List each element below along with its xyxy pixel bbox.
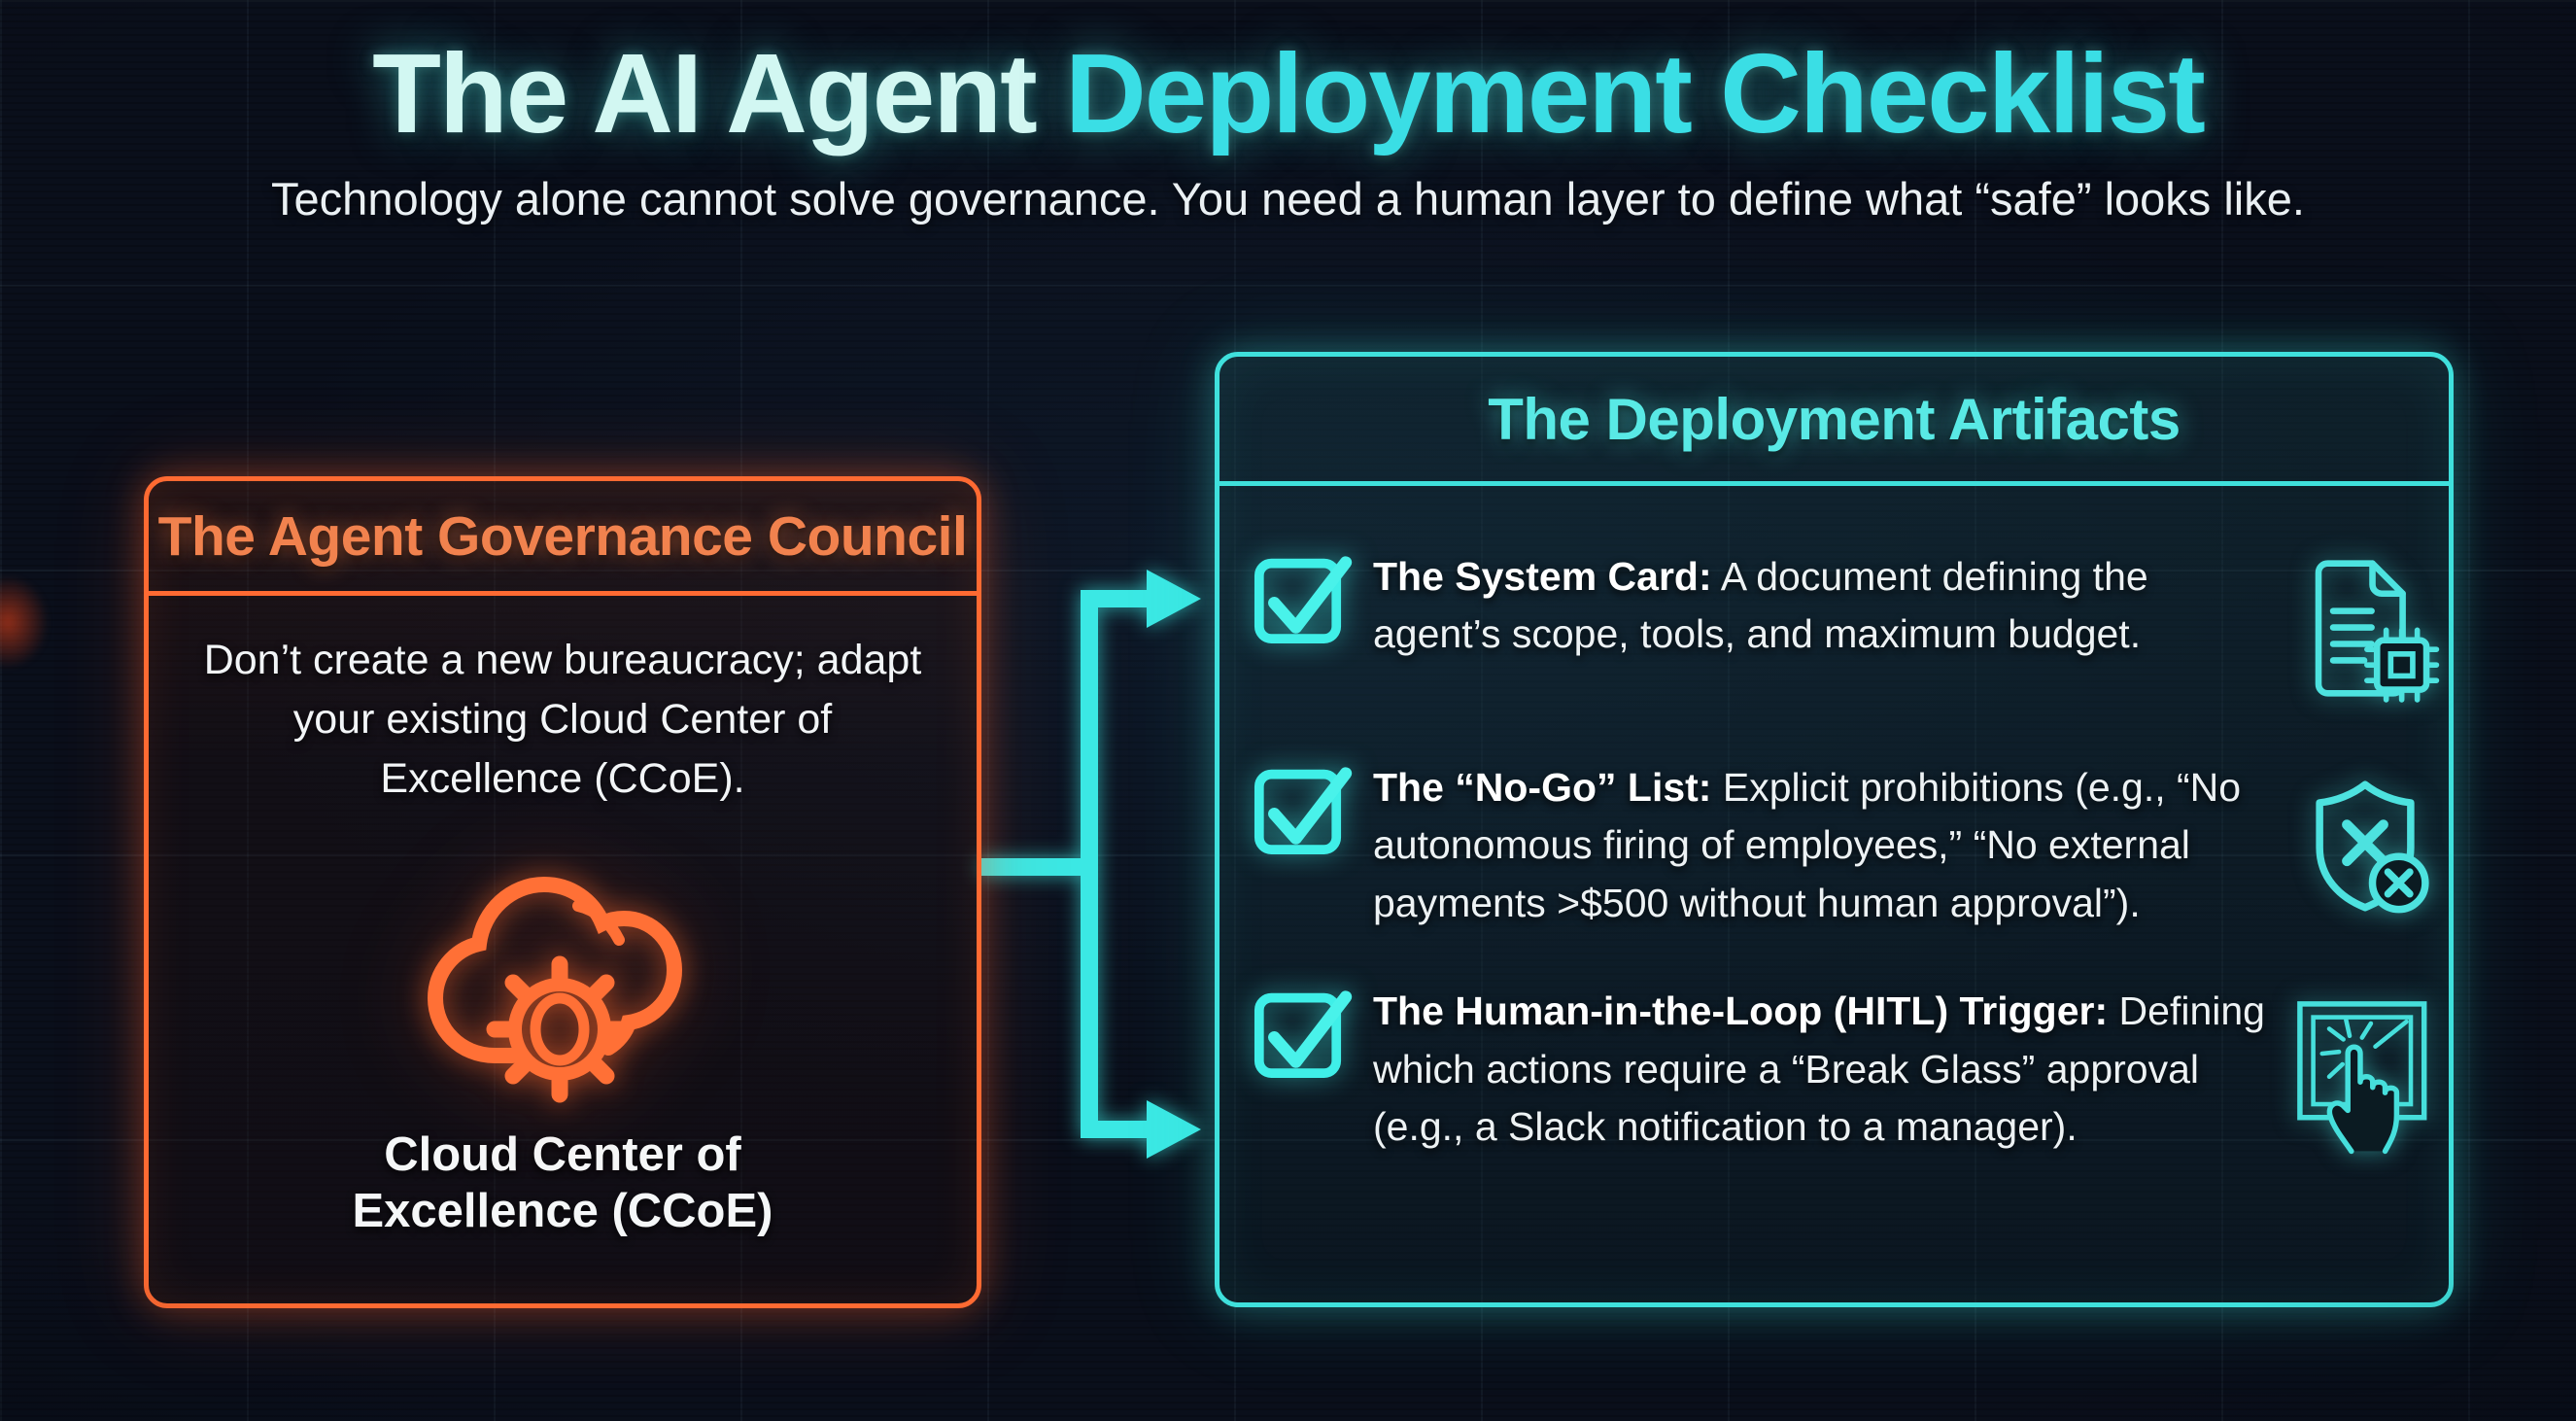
governance-council-caption: Cloud Center of Excellence (CCoE)	[149, 1127, 977, 1240]
governance-council-title: The Agent Governance Council	[157, 504, 968, 568]
governance-council-body: Don’t create a new bureaucracy; adapt yo…	[203, 637, 922, 803]
page-subtitle: Technology alone cannot solve governance…	[271, 172, 2305, 225]
arrowhead-top	[1147, 570, 1201, 628]
checklist-item-label: The “No-Go” List:	[1373, 765, 1712, 810]
checklist-item-no-go-list: The “No-Go” List: Explicit prohibitions …	[1254, 759, 2449, 932]
checkbox-icon	[1254, 556, 1353, 643]
checkbox-icon	[1254, 767, 1353, 854]
document-chip-icon	[2315, 560, 2440, 703]
deployment-artifacts-header: The Deployment Artifacts	[1219, 357, 2449, 486]
header: The AI Agent Deployment Checklist Techno…	[0, 27, 2576, 225]
page-title-light: The AI Agent	[372, 30, 1038, 156]
checklist-item-label: The System Card:	[1373, 554, 1712, 599]
checklist-item-label: The Human-in-the-Loop (HITL) Trigger:	[1373, 988, 2109, 1034]
item-icon-wrap	[2282, 773, 2449, 918]
pointing-hand	[2326, 1044, 2400, 1155]
item-icon-wrap	[2282, 983, 2449, 1156]
shield-x-icon	[2316, 780, 2429, 914]
edge-glow-artifact	[0, 575, 49, 669]
arrowhead-bottom	[1147, 1100, 1201, 1159]
page-title-cyan: Deployment Checklist	[1065, 30, 2206, 156]
break-glass-icon	[2297, 1001, 2427, 1155]
checkbox-icon	[1254, 990, 1353, 1079]
checklist-item-text: The “No-Go” List: Explicit prohibitions …	[1373, 759, 2282, 932]
governance-council-panel: The Agent Governance Council Don’t creat…	[144, 476, 981, 1308]
checklist-item-system-card: The System Card: A document defining the…	[1254, 548, 2449, 709]
checklist: The System Card: A document defining the…	[1219, 486, 2449, 1157]
cloud-gear-icon-wrap	[149, 822, 977, 1114]
deployment-artifacts-panel: The Deployment Artifacts The System Card…	[1215, 352, 2454, 1307]
caption-line-2: Excellence (CCoE)	[352, 1184, 773, 1237]
caption-line-1: Cloud Center of	[384, 1128, 741, 1182]
connector-arrows	[979, 570, 1201, 1159]
cloud-gear-icon	[427, 877, 683, 1103]
deployment-artifacts-title: The Deployment Artifacts	[1488, 386, 2181, 452]
checklist-item-hitl-trigger: The Human-in-the-Loop (HITL) Trigger: De…	[1254, 983, 2449, 1156]
governance-council-header: The Agent Governance Council	[149, 481, 977, 596]
checklist-item-text: The System Card: A document defining the…	[1373, 548, 2282, 664]
checklist-item-text: The Human-in-the-Loop (HITL) Trigger: De…	[1373, 983, 2282, 1156]
item-icon-wrap	[2282, 548, 2449, 709]
page-title: The AI Agent Deployment Checklist	[0, 27, 2576, 160]
